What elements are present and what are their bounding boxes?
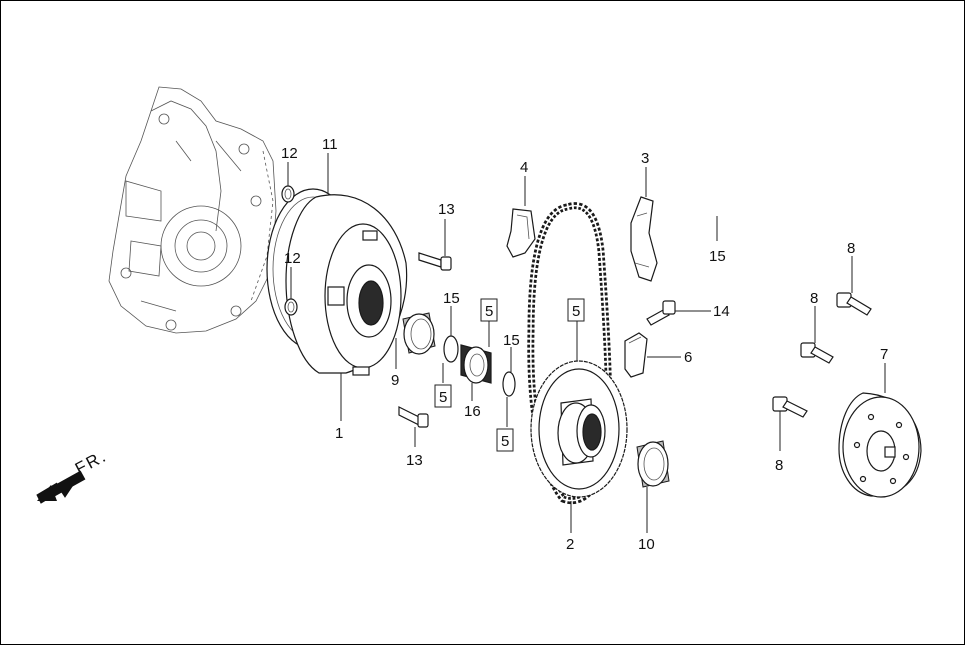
- callout-2: 2: [566, 536, 574, 553]
- part-16-needle-bearing: [460, 344, 492, 384]
- part-10-bushing: [636, 440, 670, 488]
- boxed-callout-5-b-text: 5: [572, 303, 580, 320]
- part-7-rotor: [838, 392, 922, 498]
- callout-12-upper: 12: [281, 145, 298, 162]
- boxed-callout-5-b: 5: [567, 298, 585, 322]
- part-1-housing: [285, 194, 408, 376]
- callout-8-middle: 8: [810, 290, 818, 307]
- part-15-snap-ring-right: [502, 371, 516, 397]
- callout-15-right: 15: [503, 332, 520, 349]
- callout-6: 6: [684, 349, 692, 366]
- boxed-callout-5-d-text: 5: [501, 433, 509, 450]
- part-2-chain: [527, 202, 613, 505]
- part-8-bolt-top: [836, 292, 872, 316]
- part-12-o-ring-upper: [281, 185, 295, 203]
- callout-3: 3: [641, 150, 649, 167]
- boxed-callout-5-d: 5: [496, 428, 514, 452]
- callout-8-lower: 8: [775, 457, 783, 474]
- front-direction-label: FR.: [72, 446, 110, 478]
- leader-lines: [287, 153, 886, 533]
- part-13-bolt-lower: [398, 406, 429, 428]
- part-4-chain-guide: [506, 208, 536, 258]
- callout-4: 4: [520, 159, 528, 176]
- part-15-snap-ring-left: [443, 335, 459, 363]
- callout-15-left: 15: [443, 290, 460, 307]
- callout-12-lower: 12: [284, 250, 301, 267]
- part-14-bolt: [646, 300, 676, 326]
- part-2-sprocket: [530, 360, 628, 498]
- boxed-callout-5-a-text: 5: [485, 303, 493, 320]
- boxed-callout-5-c-text: 5: [439, 389, 447, 406]
- callout-7: 7: [880, 346, 888, 363]
- callout-1: 1: [335, 425, 343, 442]
- callout-13-upper: 13: [438, 201, 455, 218]
- callout-14: 14: [713, 303, 730, 320]
- callout-10: 10: [638, 536, 655, 553]
- callout-16: 16: [464, 403, 481, 420]
- part-9-bushing: [402, 312, 436, 355]
- boxed-callout-5-c: 5: [434, 384, 452, 408]
- part-6-tensioner-pad: [624, 332, 648, 378]
- part-8-bolt-lower: [772, 396, 808, 418]
- callout-13-lower: 13: [406, 452, 423, 469]
- callout-11: 11: [322, 136, 338, 153]
- part-8-bolt-middle: [800, 342, 834, 364]
- part-12-o-ring-lower: [284, 298, 298, 316]
- callout-9: 9: [391, 372, 399, 389]
- callout-8-top: 8: [847, 240, 855, 257]
- callout-15-far: 15: [709, 248, 726, 265]
- boxed-callout-5-a: 5: [480, 298, 498, 322]
- part-3-tensioner-slipper: [630, 196, 658, 282]
- front-direction-arrow: [36, 470, 86, 504]
- part-13-bolt-upper: [418, 252, 452, 271]
- crankcase-housing: [108, 86, 277, 334]
